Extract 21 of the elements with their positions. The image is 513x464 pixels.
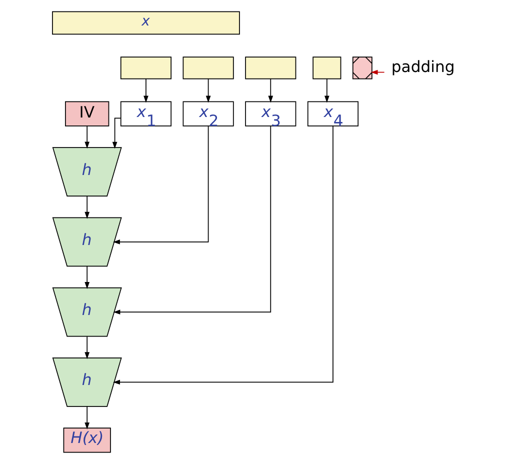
arrow (84, 336, 90, 360)
arrow (84, 406, 90, 430)
arrow (268, 78, 273, 103)
node-box (182, 56, 234, 80)
node-box (312, 56, 341, 80)
arrow (143, 78, 148, 103)
node-box: IV (64, 101, 109, 126)
node-box: x (52, 11, 240, 35)
arrow (84, 126, 90, 149)
node-box: H(x) (62, 428, 110, 453)
arrow (112, 118, 121, 149)
arrow (205, 78, 210, 103)
node-box (244, 56, 296, 80)
arrow (112, 126, 333, 385)
node-text: padding (390, 58, 454, 76)
arrow (112, 126, 208, 244)
arrow (84, 196, 90, 219)
arrow (112, 126, 271, 314)
arrow (84, 266, 90, 289)
node-box (120, 56, 171, 80)
arrow (324, 78, 329, 103)
